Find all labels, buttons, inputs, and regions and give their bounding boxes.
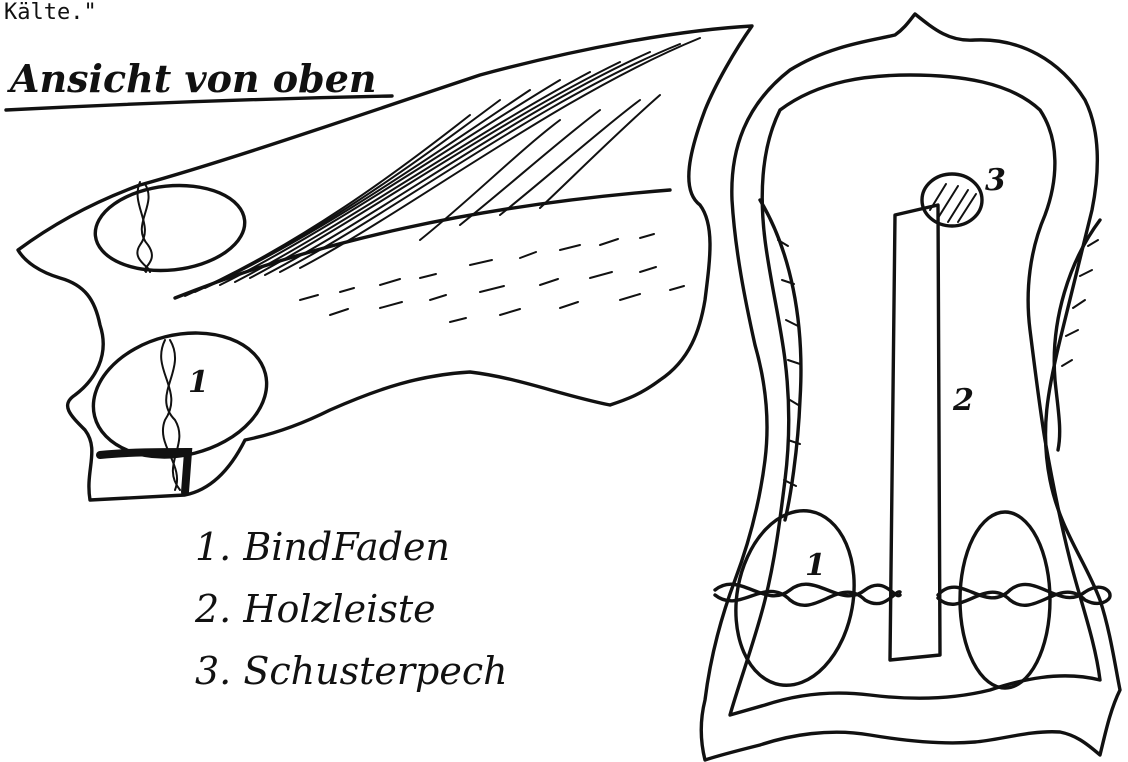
legend-item-3: 3. Schusterpech: [195, 649, 508, 693]
legend-item-1: 1. BindFaden: [195, 525, 450, 569]
right-loop-right: [960, 512, 1050, 688]
right-inner-outline: [730, 75, 1100, 715]
callout-pitch-3: 3: [985, 163, 1006, 198]
header-text: Kälte.": [4, 0, 97, 25]
left-band-lower-edge: [175, 190, 670, 298]
callout-right-1: 1: [805, 548, 826, 583]
callout-strip-2: 2: [952, 383, 974, 418]
title-text: Ansicht von oben: [7, 56, 377, 101]
right-shoe-drawing: 3 2 1: [701, 14, 1120, 760]
left-upper-string-2: [142, 184, 152, 272]
callout-left-1: 1: [188, 365, 209, 400]
legend-item-2: 2. Holzleiste: [194, 587, 436, 631]
left-fur-texture: [300, 234, 684, 322]
